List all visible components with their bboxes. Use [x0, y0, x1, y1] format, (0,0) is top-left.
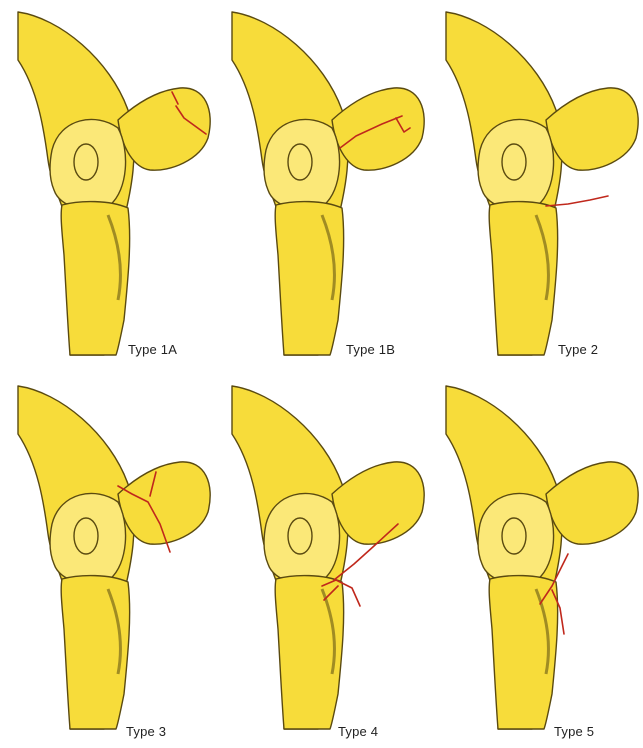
panel-type-2: Type 2: [428, 0, 642, 374]
panel-label: Type 3: [124, 724, 168, 739]
bone-illustration: [214, 374, 428, 748]
panel-type-1b: Type 1B: [214, 0, 428, 374]
panel-type-1a: Type 1A: [0, 0, 214, 374]
panel-label: Type 4: [336, 724, 380, 739]
panel-label: Type 1A: [126, 342, 179, 357]
panel-type-4: Type 4: [214, 374, 428, 748]
panel-type-3: Type 3: [0, 374, 214, 748]
panel-type-5: Type 5: [428, 374, 642, 748]
bone-illustration: [0, 374, 214, 748]
bone-illustration: [428, 0, 642, 374]
panel-label: Type 1B: [344, 342, 397, 357]
bone-illustration: [214, 0, 428, 374]
panel-label: Type 2: [556, 342, 600, 357]
bone-illustration: [0, 0, 214, 374]
bone-illustration: [428, 374, 642, 748]
panel-label: Type 5: [552, 724, 596, 739]
